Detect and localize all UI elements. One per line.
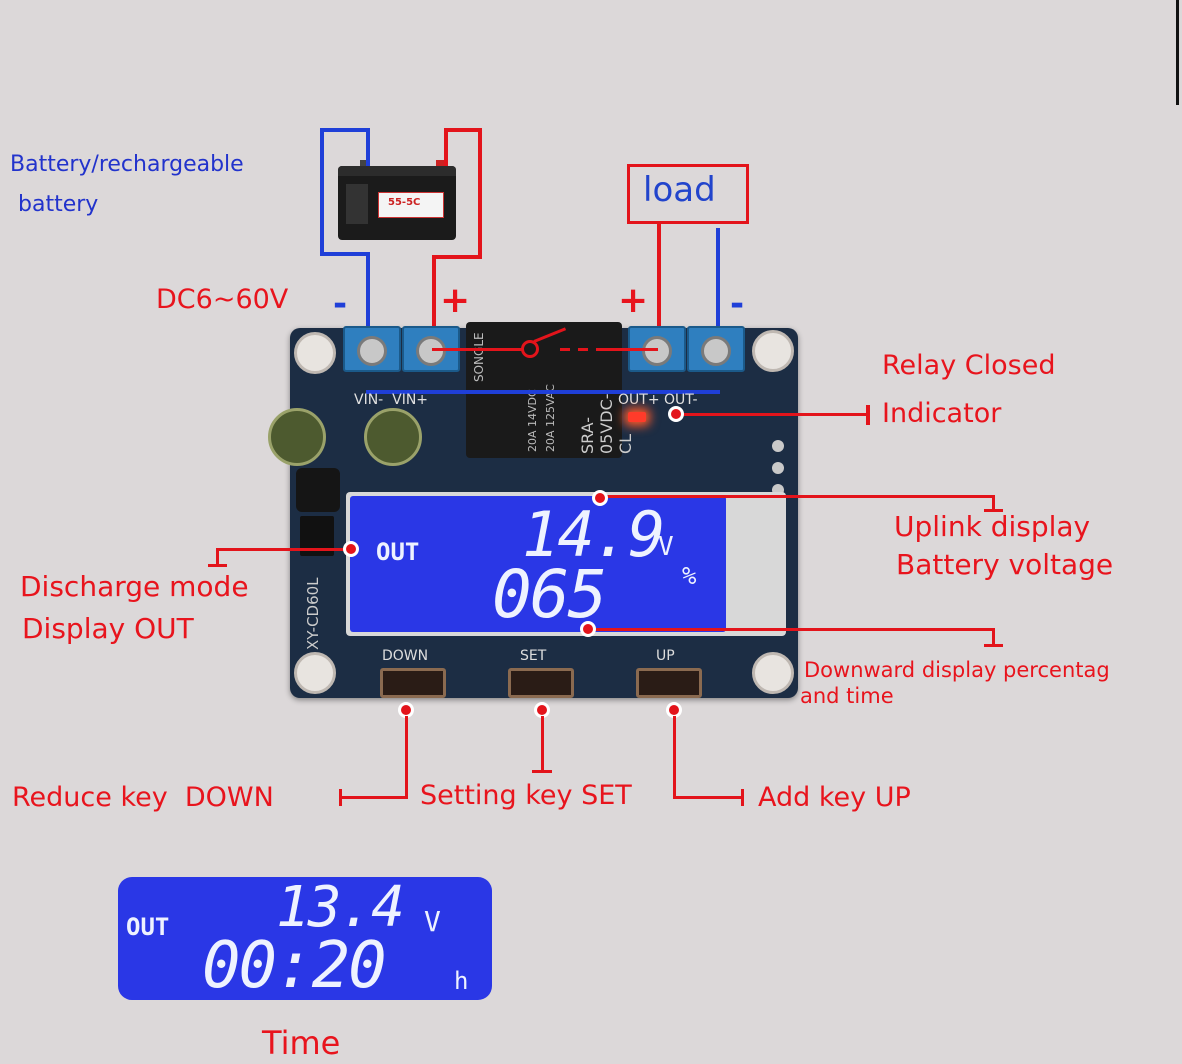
pin-header bbox=[772, 440, 786, 500]
add-key-label: Add key UP bbox=[758, 782, 911, 813]
relay-indicator-leader bbox=[676, 413, 868, 416]
relay-switch-contact bbox=[521, 340, 539, 358]
vin-minus-sign: - bbox=[333, 284, 348, 324]
reduce-key-label: Reduce key DOWN bbox=[12, 782, 274, 813]
discharge-leader bbox=[216, 548, 356, 551]
relay-indicator-label-1: Relay Closed bbox=[882, 350, 1056, 381]
battery-icon: 55-5C bbox=[338, 160, 456, 240]
terminal-label-vin: VIN- VIN+ bbox=[354, 392, 429, 408]
terminal-vin-minus bbox=[343, 326, 401, 372]
edge-line bbox=[1176, 0, 1179, 105]
battery-brand: 55-5C bbox=[388, 197, 421, 208]
downward-leader bbox=[588, 628, 994, 631]
relay-rating-2: 20A 125VAC bbox=[544, 384, 557, 452]
up-key-leader bbox=[673, 716, 676, 798]
time-lcd-mode: OUT bbox=[126, 913, 170, 941]
discharge-dot bbox=[343, 541, 359, 557]
uplink-label-2: Battery voltage bbox=[896, 548, 1114, 581]
down-key-leader bbox=[405, 716, 408, 798]
time-lcd-voltage-unit: V bbox=[424, 905, 441, 938]
main-lcd-percent-unit: % bbox=[682, 562, 697, 590]
terminal-vin-plus bbox=[402, 326, 460, 372]
up-key[interactable] bbox=[636, 668, 702, 698]
mounting-hole bbox=[752, 652, 794, 694]
battery-plus-wire bbox=[444, 128, 480, 132]
main-lcd-voltage-unit: V bbox=[658, 532, 674, 562]
vin-plus-sign: + bbox=[440, 280, 471, 321]
relay-indicator-label-2: Indicator bbox=[882, 398, 1002, 429]
battery-minus-wire bbox=[320, 128, 370, 132]
capacitor bbox=[268, 408, 326, 466]
time-lcd-voltage: 13.4 bbox=[276, 875, 405, 940]
battery-label-line2: battery bbox=[18, 192, 99, 217]
uplink-dot bbox=[592, 490, 608, 506]
main-lcd-mode: OUT bbox=[376, 538, 420, 566]
main-lcd-percentage: 065 bbox=[492, 556, 607, 633]
mounting-hole bbox=[294, 652, 336, 694]
inductor bbox=[296, 468, 340, 512]
relay-indicator-dot bbox=[668, 406, 684, 422]
set-key[interactable] bbox=[508, 668, 574, 698]
key-up-label: UP bbox=[656, 648, 675, 664]
time-lcd-time: 00:20 bbox=[202, 929, 387, 1003]
key-set-label: SET bbox=[520, 648, 547, 664]
blue-bus-line bbox=[366, 390, 720, 394]
discharge-label-1: Discharge mode bbox=[20, 570, 249, 603]
main-lcd-voltage: 14.9 bbox=[522, 498, 665, 571]
downward-label-1: Downward display percentag bbox=[804, 658, 1110, 682]
load-box bbox=[627, 164, 749, 224]
relay-brand: SONGLE bbox=[472, 332, 486, 382]
time-label: Time bbox=[262, 1024, 341, 1062]
load-minus-wire bbox=[716, 228, 720, 392]
set-key-leader bbox=[541, 716, 544, 772]
terminal-out-minus bbox=[687, 326, 745, 372]
down-key[interactable] bbox=[380, 668, 446, 698]
setting-key-label: Setting key SET bbox=[420, 780, 632, 811]
dc-voltage-label: DC6~60V bbox=[156, 284, 289, 315]
load-label: load bbox=[643, 170, 716, 210]
relay-led bbox=[628, 412, 646, 422]
downward-label-2: and time bbox=[800, 684, 894, 708]
mounting-hole bbox=[752, 330, 794, 372]
out-plus-sign: + bbox=[618, 280, 649, 321]
uplink-label-1: Uplink display bbox=[894, 510, 1091, 543]
main-lcd: OUT 14.9 V 065 % bbox=[350, 496, 726, 633]
uplink-leader bbox=[600, 495, 994, 498]
relay-rating-1: 20A 14VDC bbox=[526, 389, 539, 452]
time-lcd-time-unit: h bbox=[454, 967, 469, 995]
key-down-label: DOWN bbox=[382, 648, 429, 664]
mounting-hole bbox=[294, 332, 336, 374]
load-plus-wire bbox=[657, 224, 661, 384]
downward-dot bbox=[580, 621, 596, 637]
out-minus-sign: - bbox=[730, 284, 745, 324]
time-lcd: OUT 13.4 V 00:20 h bbox=[118, 875, 492, 1003]
relay-switch-line bbox=[432, 348, 522, 351]
capacitor bbox=[364, 408, 422, 466]
battery-label-line1: Battery/rechargeable bbox=[10, 152, 244, 177]
board-model: XY-CD60L bbox=[304, 577, 322, 650]
discharge-label-2: Display OUT bbox=[22, 612, 194, 645]
terminal-label-out: OUT+ OUT- bbox=[618, 392, 698, 408]
